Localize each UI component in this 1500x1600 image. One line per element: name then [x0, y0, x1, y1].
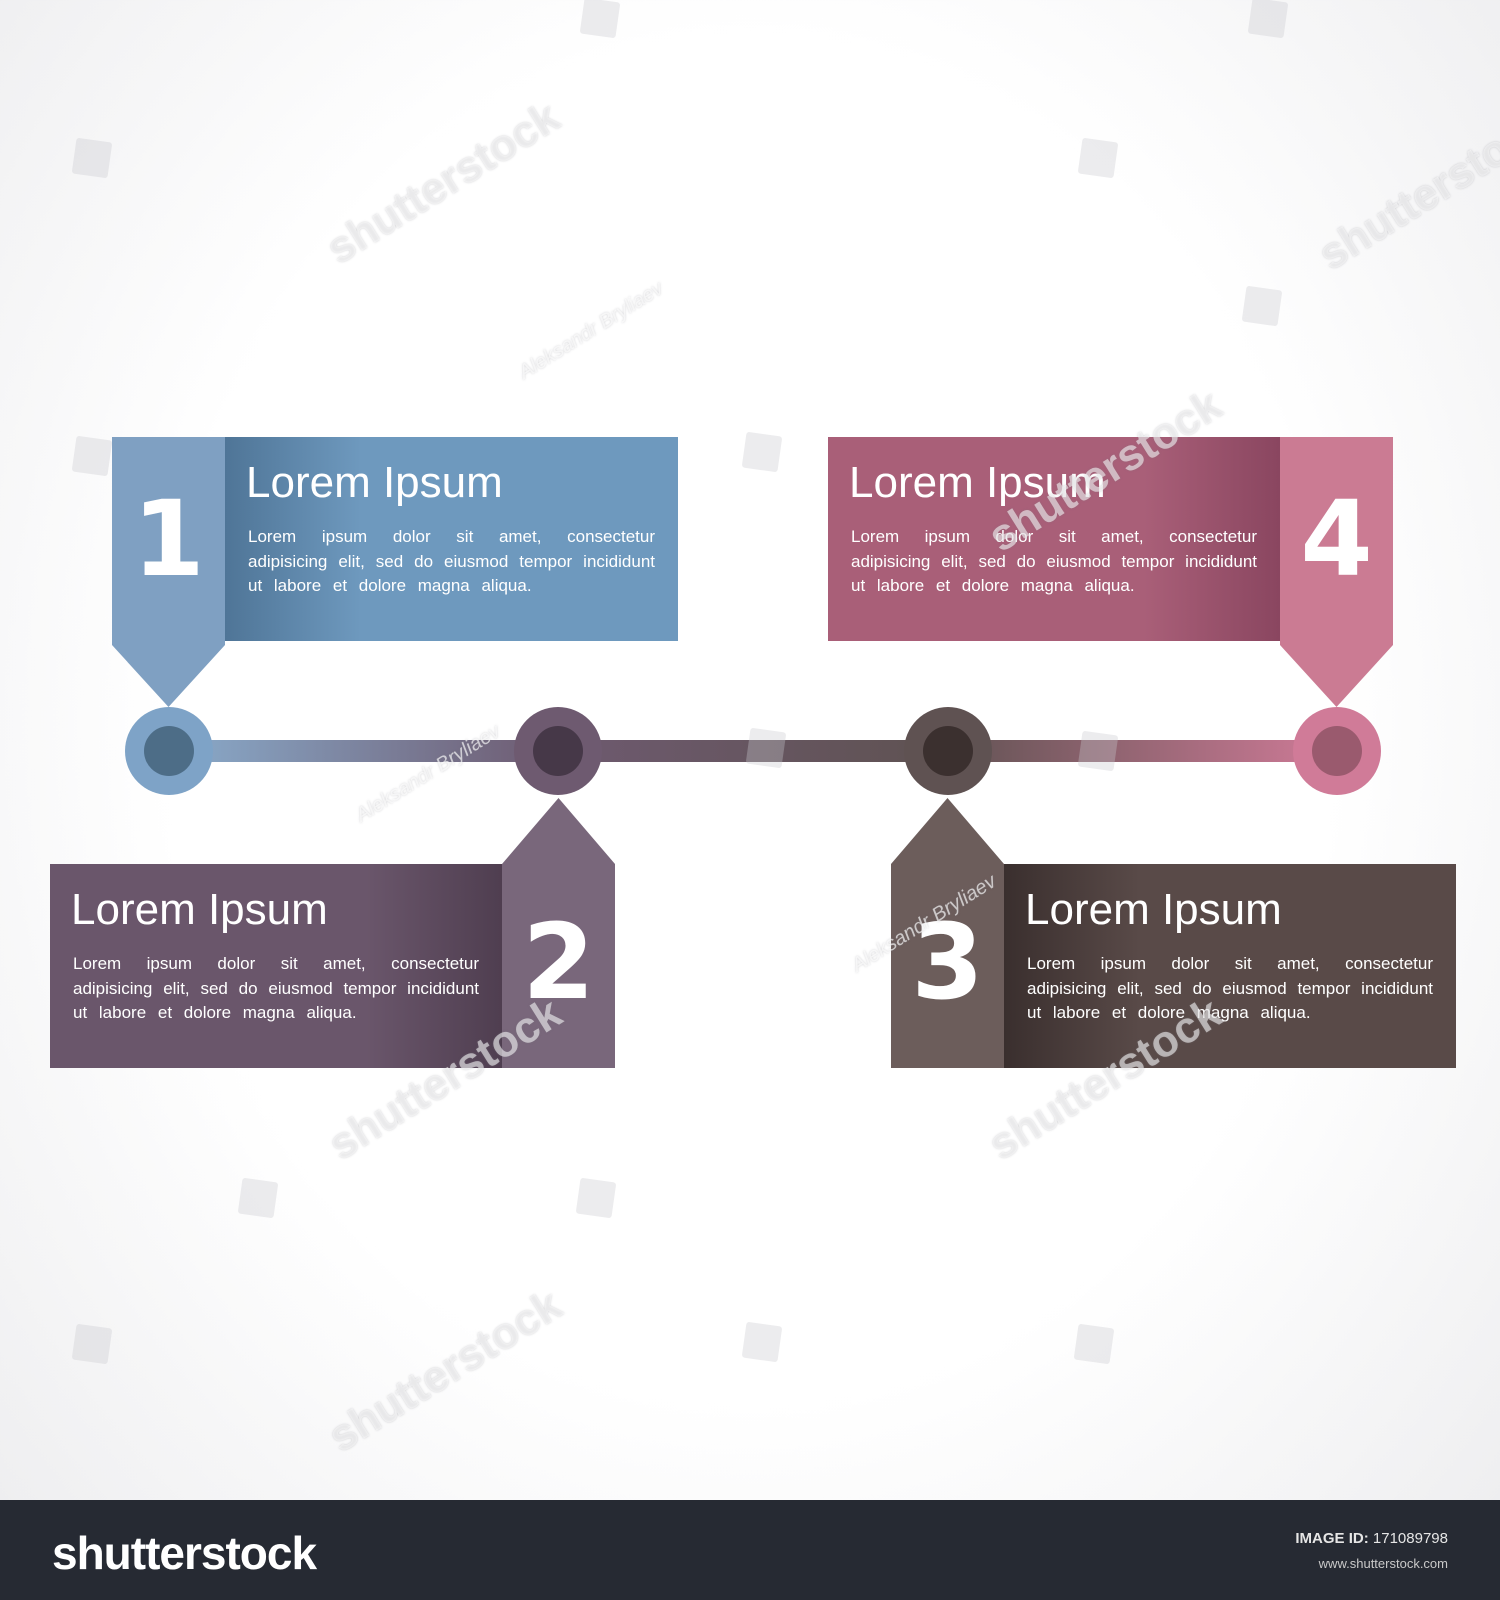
- step-4-title: Lorem Ipsum: [849, 458, 1106, 507]
- step-3-number-tab: 3: [891, 798, 1004, 1068]
- step-3-text: Lorem ipsum dolor sit amet, consectetur …: [1027, 954, 1433, 1022]
- image-id-value: 171089798: [1372, 1530, 1448, 1547]
- step-1-number: 1: [132, 478, 205, 600]
- timeline-node-3-core: [923, 726, 973, 776]
- step-3-number: 3: [911, 901, 984, 1023]
- step-4-number-tab: 4: [1280, 437, 1393, 709]
- step-1-text: Lorem ipsum dolor sit amet, consectetur …: [248, 527, 655, 595]
- step-2-title: Lorem Ipsum: [71, 885, 328, 934]
- timeline-line: [168, 740, 1338, 762]
- step-2-text: Lorem ipsum dolor sit amet, consectetur …: [73, 954, 479, 1022]
- step-4-number: 4: [1300, 478, 1373, 600]
- step-3-box: Lorem Ipsum Lorem ipsum dolor sit amet, …: [1004, 864, 1456, 1068]
- timeline-diagram: [125, 707, 1381, 795]
- image-id-label: IMAGE ID:: [1295, 1530, 1369, 1547]
- step-3-title: Lorem Ipsum: [1025, 885, 1282, 934]
- timeline-node-2-core: [533, 726, 583, 776]
- footer-logo[interactable]: shutterstock: [52, 1527, 317, 1579]
- timeline-node-4-core: [1312, 726, 1362, 776]
- footer-url[interactable]: www.shutterstock.com: [1318, 1556, 1448, 1571]
- step-2-box: Lorem Ipsum Lorem ipsum dolor sit amet, …: [50, 864, 502, 1068]
- step-4-text: Lorem ipsum dolor sit amet, consectetur …: [851, 527, 1257, 595]
- step-4-box: Lorem Ipsum Lorem ipsum dolor sit amet, …: [828, 437, 1280, 641]
- footer-bar: shutterstock IMAGE ID: 171089798 www.shu…: [0, 1500, 1500, 1600]
- step-1-number-tab: 1: [112, 437, 225, 709]
- image-id: IMAGE ID: 171089798: [1295, 1530, 1448, 1547]
- timeline-node-1-core: [144, 726, 194, 776]
- step-2-number: 2: [522, 901, 595, 1023]
- step-2-number-tab: 2: [502, 798, 615, 1068]
- step-1-title: Lorem Ipsum: [246, 458, 503, 507]
- step-1-box: Lorem Ipsum Lorem ipsum dolor sit amet, …: [225, 437, 678, 641]
